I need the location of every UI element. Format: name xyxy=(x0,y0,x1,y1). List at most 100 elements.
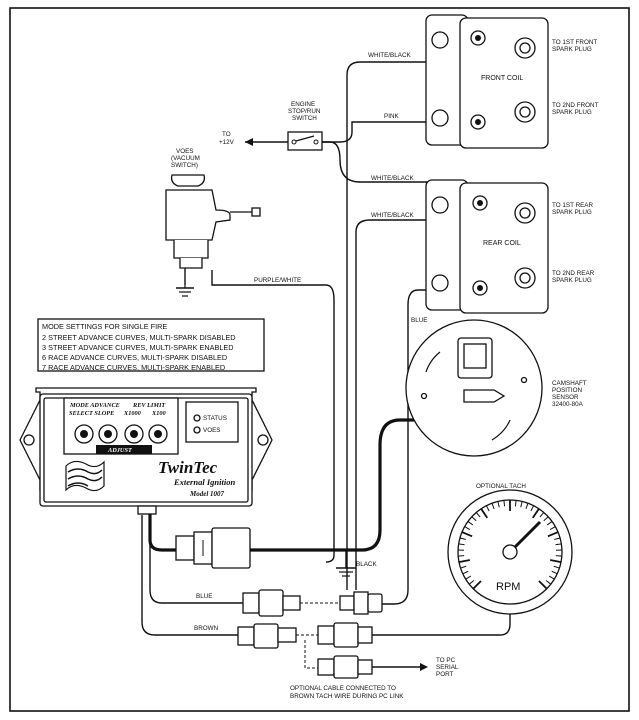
switch-label-2: STOP/RUN xyxy=(288,108,321,115)
tach-tick xyxy=(464,526,471,530)
front-coil-label: FRONT COIL xyxy=(481,75,523,82)
brand-name: TwinTec xyxy=(158,458,218,477)
tach-tick xyxy=(532,508,540,519)
mode-settings-row: 6 RACE ADVANCE CURVES, MULTI-SPARK DISAB… xyxy=(42,353,227,362)
x1000-label: X1000 xyxy=(123,410,142,417)
tach-tick xyxy=(465,575,472,580)
to-12v-label-2: +12V xyxy=(219,139,235,146)
mode-settings-row: 7 RACE ADVANCE CURVES, MULTI-SPARK ENABL… xyxy=(42,363,225,372)
tach-tick xyxy=(458,543,465,546)
tach-tick xyxy=(553,565,560,569)
rpm-label: RPM xyxy=(496,581,520,593)
tach-tick xyxy=(503,500,506,507)
tach-tick xyxy=(497,501,500,508)
to-12v-label-1: TO xyxy=(222,131,231,138)
tach-tick xyxy=(468,580,475,585)
label-to-2nd-rear-1: TO 2ND REAR xyxy=(552,270,595,277)
dial-header-2: SELECT SLOPE xyxy=(69,410,114,417)
pc-link-connector xyxy=(317,655,373,679)
label-to-2nd-front-2: SPARK PLUG xyxy=(552,109,592,116)
tach-tick xyxy=(525,503,529,510)
tach-tick xyxy=(545,580,552,585)
to-pc-label-3: PORT xyxy=(436,671,454,678)
mode-settings-box: MODE SETTINGS FOR SINGLE FIRE 2 STREET A… xyxy=(37,318,265,372)
brand-model: Model 1007 xyxy=(189,490,225,498)
label-to-1st-front-1: TO 1ST FRONT xyxy=(552,39,597,46)
wire-brown-tach xyxy=(372,600,511,636)
tach-tick xyxy=(551,570,558,575)
brown-connector-right xyxy=(317,622,373,648)
label-blue-top: BLUE xyxy=(411,317,427,324)
wire-blue-top xyxy=(382,289,480,605)
label-white-black-2: WHITE/BLACK xyxy=(371,175,414,182)
mode-settings-row: 2 STREET ADVANCE CURVES, MULTI-SPARK DIS… xyxy=(42,333,236,342)
label-to-2nd-front-1: TO 2ND FRONT xyxy=(552,102,599,109)
tach-tick xyxy=(458,559,470,564)
tach-tick xyxy=(485,505,490,512)
tach-tick xyxy=(475,512,481,518)
tach-tick xyxy=(459,537,466,540)
tach-tick xyxy=(520,501,523,508)
label-to-1st-front-2: SPARK PLUG xyxy=(552,46,592,53)
tach-ticks xyxy=(458,500,562,590)
label-to-1st-rear-2: SPARK PLUG xyxy=(552,209,592,216)
x100-label: X100 xyxy=(151,410,166,417)
tach-tick xyxy=(546,521,553,526)
tach-tick xyxy=(491,503,495,510)
tach-tick xyxy=(471,516,477,522)
camshaft-label-3: SENSOR xyxy=(552,394,579,401)
tach-tick xyxy=(548,575,555,580)
camshaft-label-4: 32400-80A xyxy=(552,401,584,408)
tach-tick xyxy=(467,521,474,526)
ground-black xyxy=(336,567,356,577)
tach-tick xyxy=(550,559,562,564)
dial-header-1: MODE ADVANCE xyxy=(69,402,120,409)
rear-coil-label: REAR COIL xyxy=(483,240,521,247)
switch-label-3: SWITCH xyxy=(292,115,317,122)
label-white-black-3: WHITE/BLACK xyxy=(371,212,414,219)
tach-tick xyxy=(547,531,559,538)
tach-tick xyxy=(472,580,482,590)
tach-tick xyxy=(539,512,545,518)
front-coil: FRONT COIL xyxy=(425,14,549,149)
wire-pink xyxy=(322,121,478,143)
mode-settings-title: MODE SETTINGS FOR SINGLE FIRE xyxy=(42,322,167,331)
brown-connector-left xyxy=(237,623,297,649)
switch-label-1: ENGINE xyxy=(291,101,315,108)
voes-switch: VOES (VACUUM SWITCH) xyxy=(165,148,261,297)
status-label: STATUS xyxy=(203,415,227,422)
tach-tick xyxy=(460,565,467,569)
wire-pc-dashed xyxy=(304,640,318,669)
voes-label-1: VOES xyxy=(176,148,194,155)
wire-brown xyxy=(141,515,238,636)
twintec-module: MODE ADVANCE SELECT SLOPE REV LIMIT X100… xyxy=(19,387,273,515)
tach-tick xyxy=(549,526,556,530)
to-pc-label-1: TO PC xyxy=(436,657,456,664)
tach-tick xyxy=(514,500,517,507)
camshaft-position-sensor: CAMSHAFT POSITION SENSOR 32400-80A xyxy=(405,319,587,457)
mode-settings-row: 3 STREET ADVANCE CURVES, MULTI-SPARK ENA… xyxy=(42,343,234,352)
label-purple-white: PURPLE/WHITE xyxy=(254,277,301,284)
tach-tick xyxy=(554,537,561,540)
voes-label-2: (VACUUM xyxy=(171,155,200,162)
blue-connector-right xyxy=(339,591,383,615)
label-white-black-1: WHITE/BLACK xyxy=(368,52,411,59)
main-connector xyxy=(175,527,251,569)
blue-connector-left xyxy=(242,589,301,617)
brand-subtitle: External Ignition xyxy=(173,477,235,487)
voes-led-label: VOES xyxy=(203,427,221,434)
voes-led xyxy=(193,426,201,434)
tach-tick xyxy=(462,570,469,575)
wire-blue-bottom xyxy=(149,540,243,604)
adjust-dials xyxy=(74,424,168,444)
flag-logo xyxy=(65,460,105,492)
label-pink: PINK xyxy=(384,113,399,120)
wire-purple-white xyxy=(211,270,335,563)
tach-tick xyxy=(543,516,549,522)
optional-cable-label-1: OPTIONAL CABLE CONNECTED TO xyxy=(290,685,396,692)
camshaft-label-1: CAMSHAFT xyxy=(552,380,587,387)
rear-coil: REAR COIL xyxy=(425,179,549,314)
tach-tick xyxy=(530,505,535,512)
voes-label-3: SWITCH) xyxy=(171,162,198,169)
